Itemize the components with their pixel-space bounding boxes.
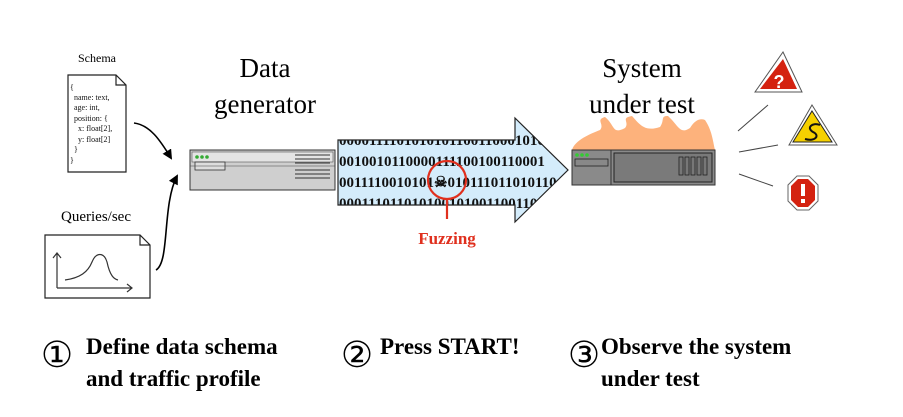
- sut-title-line1: System: [602, 53, 682, 83]
- schema-code: { name: text, age: int, position: { x: f…: [70, 83, 112, 165]
- generator-title-line2: generator: [214, 89, 316, 119]
- step-1-line1: Define data schema: [86, 334, 278, 359]
- generator-title-line1: Data: [240, 53, 291, 83]
- step-3-number: ③: [568, 335, 600, 375]
- data-stream-arrow: [338, 118, 568, 222]
- schema-line: position: {: [70, 114, 108, 123]
- svg-text:?: ?: [774, 72, 785, 92]
- schema-line: name: text,: [70, 93, 110, 102]
- schema-line: {: [70, 83, 74, 92]
- squiggle-warning-icon: [788, 104, 838, 146]
- schema-line: }: [70, 156, 74, 165]
- step-3-line1: Observe the system: [601, 334, 791, 359]
- traffic-document-icon: [44, 234, 151, 299]
- question-warning-icon: ?: [754, 51, 803, 93]
- step-1-number: ①: [41, 335, 73, 375]
- schema-line: age: int,: [70, 103, 100, 112]
- schema-to-generator-arrow: [133, 122, 173, 160]
- step-1-line2: and traffic profile: [86, 366, 261, 391]
- step-2-number: ②: [341, 335, 373, 375]
- schema-document-icon: [67, 74, 127, 173]
- step-3-line2: under test: [601, 366, 700, 391]
- schema-line: x: float[2],: [70, 124, 112, 133]
- traffic-curve-icon: [52, 252, 133, 293]
- sut-title-line2: under test: [589, 89, 695, 119]
- binary-row: 0000111101010101100110001010: [339, 133, 545, 149]
- traffic-to-generator-arrow: [155, 174, 178, 271]
- stop-exclamation-icon: [787, 175, 819, 211]
- data-generator-server-icon: [189, 149, 336, 191]
- schema-label: Schema: [78, 51, 117, 65]
- flames-icon: [572, 116, 715, 150]
- fuzzing-label: Fuzzing: [418, 229, 476, 248]
- step-2-line1: Press START!: [380, 334, 520, 359]
- schema-line: y: float[2]: [70, 135, 111, 144]
- system-under-test-server-icon: [571, 149, 716, 186]
- result-lines: [737, 104, 779, 187]
- binary-row: 0011110010101☠010111011010110: [339, 175, 557, 191]
- schema-line: }: [70, 145, 78, 154]
- queries-label: Queries/sec: [61, 209, 131, 225]
